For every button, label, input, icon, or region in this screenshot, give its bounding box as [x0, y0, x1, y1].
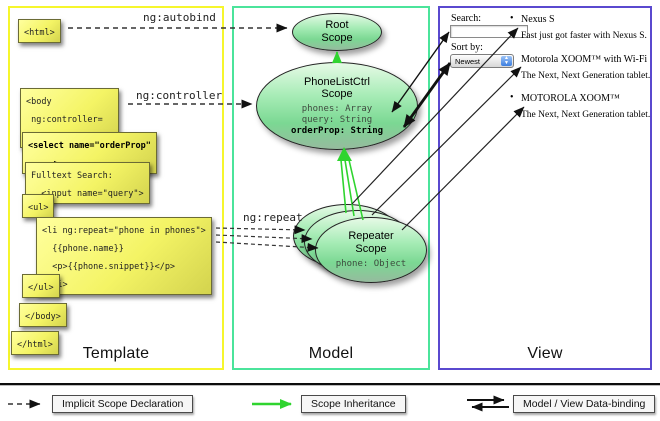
legend-model-view-data-binding: Model / View Data-binding	[513, 395, 656, 413]
code-box-body-close: </body>	[19, 303, 67, 327]
code-text: <html>	[24, 28, 55, 38]
phonelistctrl-scope-ellipse: PhoneListCtrl Scope phones: Array query:…	[256, 62, 418, 150]
code-box-ul-open: <ul>	[22, 194, 55, 218]
prop-query: query: String	[301, 114, 373, 125]
legend-divider	[0, 383, 660, 386]
sort-select-value: Newest	[455, 56, 481, 66]
code-text: <ul>	[28, 203, 49, 213]
code-text: </html>	[17, 340, 53, 350]
select-stepper-icon: ▲▼	[501, 56, 512, 66]
prop-phone: phone: Object	[335, 259, 407, 270]
sort-select[interactable]: Newest ▲▼	[450, 54, 514, 68]
repeater-scope-ellipse: Repeater Scope phone: Object	[315, 217, 427, 283]
code-box-li-ngrepeat: <li ng:repeat="phone in phones"> {{phone…	[36, 217, 212, 295]
view-item-desc: The Next, Next Generation tablet.	[521, 110, 651, 120]
model-region: Model	[232, 6, 430, 370]
view-item-title: MOTOROLA XOOM™	[521, 93, 620, 104]
view-item-desc: The Next, Next Generation tablet.	[521, 71, 651, 81]
search-label: Search:	[451, 13, 481, 24]
repeater-scope-title: Repeater Scope	[348, 229, 394, 255]
code-text: <li ng:repeat="phone in phones"> {{phone…	[42, 226, 206, 290]
legend-scope-inheritance: Scope Inheritance	[301, 395, 406, 413]
view-item-desc: Fast just got faster with Nexus S.	[521, 31, 647, 41]
view-item-title: Nexus S	[521, 14, 555, 25]
ng-repeat-label: ng:repeat	[243, 211, 303, 224]
code-text: </body>	[25, 312, 61, 322]
code-box-ul-close: </ul>	[22, 274, 60, 298]
root-scope-title: Root Scope	[321, 19, 353, 44]
view-item-title: Motorola XOOM™ with Wi-Fi	[521, 54, 648, 65]
search-input[interactable]	[450, 25, 528, 38]
root-scope-ellipse: Root Scope	[292, 13, 382, 51]
code-box-html-close: </html>	[11, 331, 59, 355]
bullet-icon: •	[510, 92, 514, 103]
code-text: Fulltext Search: <input name="query">	[31, 171, 144, 199]
view-section-label: View	[527, 345, 563, 362]
model-section-label: Model	[308, 345, 354, 362]
prop-phones: phones: Array	[301, 103, 373, 114]
prop-orderprop: orderProp: String	[290, 125, 384, 136]
sort-by-label: Sort by:	[451, 42, 483, 53]
code-box-html-open: <html>	[18, 19, 61, 43]
ng-autobind-label: ng:autobind	[143, 11, 216, 24]
code-text: </ul>	[28, 283, 54, 293]
ng-controller-label: ng:controller	[136, 89, 223, 102]
phonelistctrl-scope-title: PhoneListCtrl Scope	[303, 75, 371, 101]
bullet-icon: •	[510, 13, 514, 24]
template-section-label: Template	[82, 345, 150, 362]
legend-implicit-scope-declaration: Implicit Scope Declaration	[52, 395, 194, 413]
